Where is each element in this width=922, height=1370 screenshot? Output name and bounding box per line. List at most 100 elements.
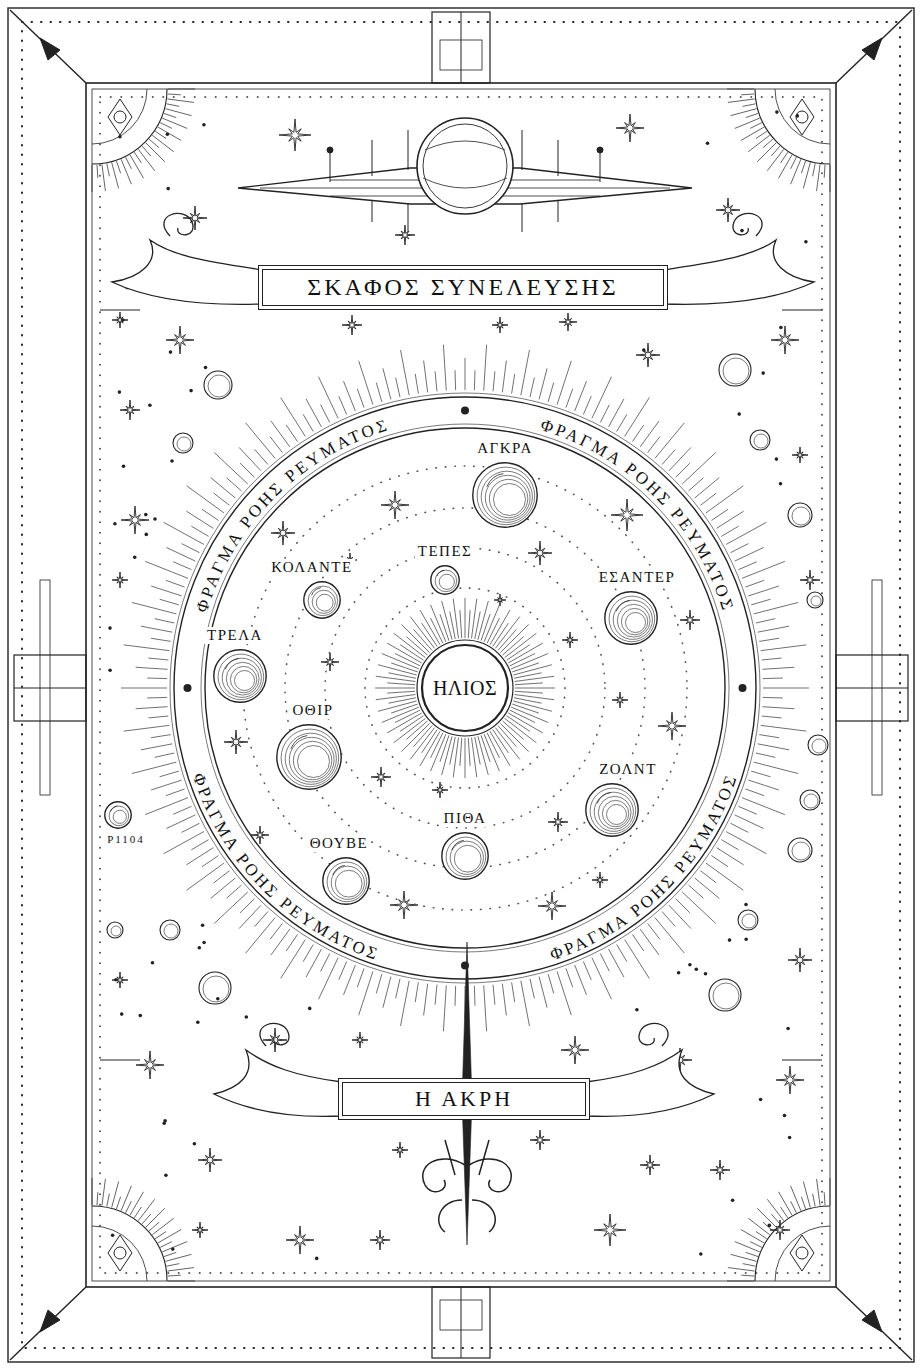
ring-ray (722, 840, 739, 850)
ring-ray (306, 399, 321, 427)
planet-shading (617, 604, 650, 637)
star (528, 541, 552, 565)
planet-shading (481, 471, 532, 522)
sunburst-ray (791, 157, 797, 169)
ring-ray (751, 599, 770, 605)
ring-ray (706, 486, 743, 513)
ring-ray (711, 509, 728, 520)
sun-ray (465, 738, 466, 778)
ring-ray (435, 371, 437, 391)
ring-ray (121, 688, 167, 689)
sunburst-ray (741, 1230, 764, 1244)
ship (238, 118, 692, 232)
ring-ray (756, 619, 776, 623)
ring-ray (609, 949, 624, 977)
ring-ray (530, 979, 534, 999)
sunburst-ray (813, 1194, 816, 1207)
sun-ray (515, 676, 555, 681)
dot (642, 348, 646, 352)
star (771, 326, 799, 354)
ring-ray (640, 929, 659, 955)
planet-shading (109, 806, 129, 826)
planet-outline (323, 858, 369, 904)
ring-ray (424, 984, 428, 1016)
planet-circle: ΚΟΛΑΝΤΕ (303, 581, 341, 619)
bubble (812, 739, 826, 753)
sun-ray (378, 701, 417, 711)
ring-ray (592, 377, 612, 419)
dot (133, 556, 137, 560)
dot (768, 1224, 772, 1228)
ring-ray (592, 958, 612, 1000)
dot (779, 482, 783, 486)
dotted-border (22, 22, 900, 1348)
ring-ray (396, 378, 400, 398)
ring-ray (682, 892, 716, 923)
sun-ray (512, 663, 539, 672)
ring-ray (151, 780, 181, 790)
ring-ray (270, 923, 282, 939)
ring-ray (455, 370, 457, 390)
sunburst-ray (731, 1254, 757, 1261)
ring-ray (742, 561, 785, 578)
ring-ray (676, 463, 690, 477)
ring-ray (662, 449, 675, 464)
star (183, 206, 207, 230)
ring-ray (700, 493, 716, 505)
ring-ray (465, 358, 466, 390)
dot (695, 968, 699, 972)
dot (688, 963, 692, 967)
sun-ray (440, 614, 449, 641)
sunburst-ray (165, 109, 191, 116)
corner-knot (796, 1247, 808, 1259)
planet-shading (439, 574, 454, 589)
ring-ray (136, 667, 168, 669)
ring-ray (633, 934, 644, 951)
sun-ray (387, 691, 415, 693)
sunburst-ray (96, 165, 98, 178)
ring-ray (173, 806, 191, 814)
ring-ray (717, 848, 744, 865)
barrier-label: ΦΡΑΓΜΑ ΡΟΗΣ ΡΕΥΜΑΤΟΣ (192, 415, 392, 615)
ring-ray (502, 361, 506, 393)
barrier-label: ΦΡΑΓΜΑ ΡΟΗΣ ΡΕΥΜΑΤΟΣ (538, 415, 738, 615)
sunburst-ray (801, 161, 805, 173)
star (492, 317, 508, 333)
star (112, 572, 128, 588)
ring-dot (461, 962, 469, 970)
ring-ray (762, 716, 782, 718)
planet-label: ΚΟΛΑΝΤΕ (268, 559, 355, 576)
ring-ray (617, 945, 627, 962)
planet-svg (303, 581, 341, 619)
sunburst-ray (160, 123, 172, 129)
ring-ray (132, 602, 177, 613)
sunburst-ray (155, 131, 166, 138)
ring-ray (669, 447, 691, 470)
ring-ray (762, 667, 794, 669)
sunburst-ray (746, 1252, 758, 1256)
dot (775, 110, 779, 114)
ring-ray (662, 912, 675, 927)
ring-ray (625, 398, 650, 437)
planet-outline (431, 566, 459, 594)
star (636, 343, 660, 367)
ring-ray (566, 968, 573, 987)
planet-svg (213, 649, 267, 703)
ring-ray (759, 638, 779, 641)
sunburst-ray (107, 1194, 110, 1207)
ribbon (586, 1050, 714, 1116)
dot (164, 1173, 168, 1177)
sun-ray (431, 605, 446, 642)
ring-ray (648, 923, 660, 939)
planet-highlight (291, 736, 308, 749)
ship-cockpit (423, 124, 507, 208)
corner-knot (114, 111, 126, 123)
planet-shading (285, 733, 336, 784)
planet-outline (277, 725, 341, 789)
sunburst-ray (731, 109, 757, 116)
dot (202, 941, 206, 945)
ring-ray (239, 905, 261, 928)
ring-ray (762, 707, 794, 709)
planet-shading (626, 613, 646, 633)
